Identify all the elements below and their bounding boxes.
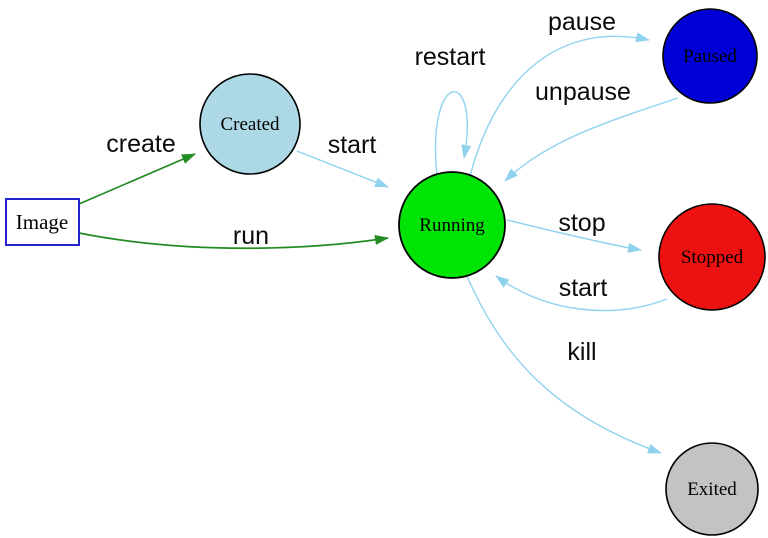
node-image-label: Image [16, 210, 68, 234]
edge-start-created-label: start [328, 131, 377, 159]
node-paused-circle [662, 8, 758, 104]
edge-restart-line [434, 91, 472, 176]
edge-run-label: run [233, 222, 269, 250]
edge-run: run [78, 222, 389, 250]
node-image-box [5, 198, 80, 246]
edge-start-stopped-line [495, 275, 668, 312]
node-paused-label: Paused [683, 46, 737, 67]
node-stopped-circle [658, 203, 766, 311]
node-created-circle [199, 73, 301, 175]
node-created: Created [199, 73, 301, 175]
node-exited: Exited [665, 442, 759, 536]
edge-pause-label: pause [548, 8, 616, 36]
edge-run-line [78, 232, 389, 250]
node-running-circle [398, 171, 506, 279]
node-running: Running [398, 171, 506, 279]
edge-create-label: create [106, 130, 175, 158]
node-stopped: Stopped [658, 203, 766, 311]
edge-start-created: start [296, 131, 389, 188]
node-exited-label: Exited [687, 479, 737, 500]
edge-stop-line [506, 219, 642, 253]
edge-kill: kill [466, 275, 662, 454]
edge-create-line [78, 153, 196, 205]
edge-start-created-line [296, 150, 389, 188]
edge-start-stopped-label: start [559, 274, 608, 302]
edge-unpause-line [504, 97, 679, 182]
edge-stop: stop [506, 209, 642, 253]
node-exited-circle [665, 442, 759, 536]
node-image: Image [5, 198, 80, 246]
edge-unpause: unpause [504, 78, 679, 182]
edge-restart: restart [415, 43, 486, 176]
edge-kill-line [466, 275, 662, 454]
edge-create: create [78, 130, 196, 205]
edge-pause: pause [469, 8, 650, 177]
edge-pause-line [469, 32, 650, 177]
node-running-label: Running [419, 215, 485, 236]
edge-restart-label: restart [415, 43, 486, 71]
edge-start-stopped: start [495, 274, 668, 312]
edge-stop-label: stop [558, 209, 605, 237]
node-stopped-label: Stopped [681, 247, 744, 268]
node-paused: Paused [662, 8, 758, 104]
node-created-label: Created [220, 114, 280, 135]
edge-unpause-label: unpause [535, 78, 631, 106]
edge-kill-label: kill [567, 338, 596, 366]
